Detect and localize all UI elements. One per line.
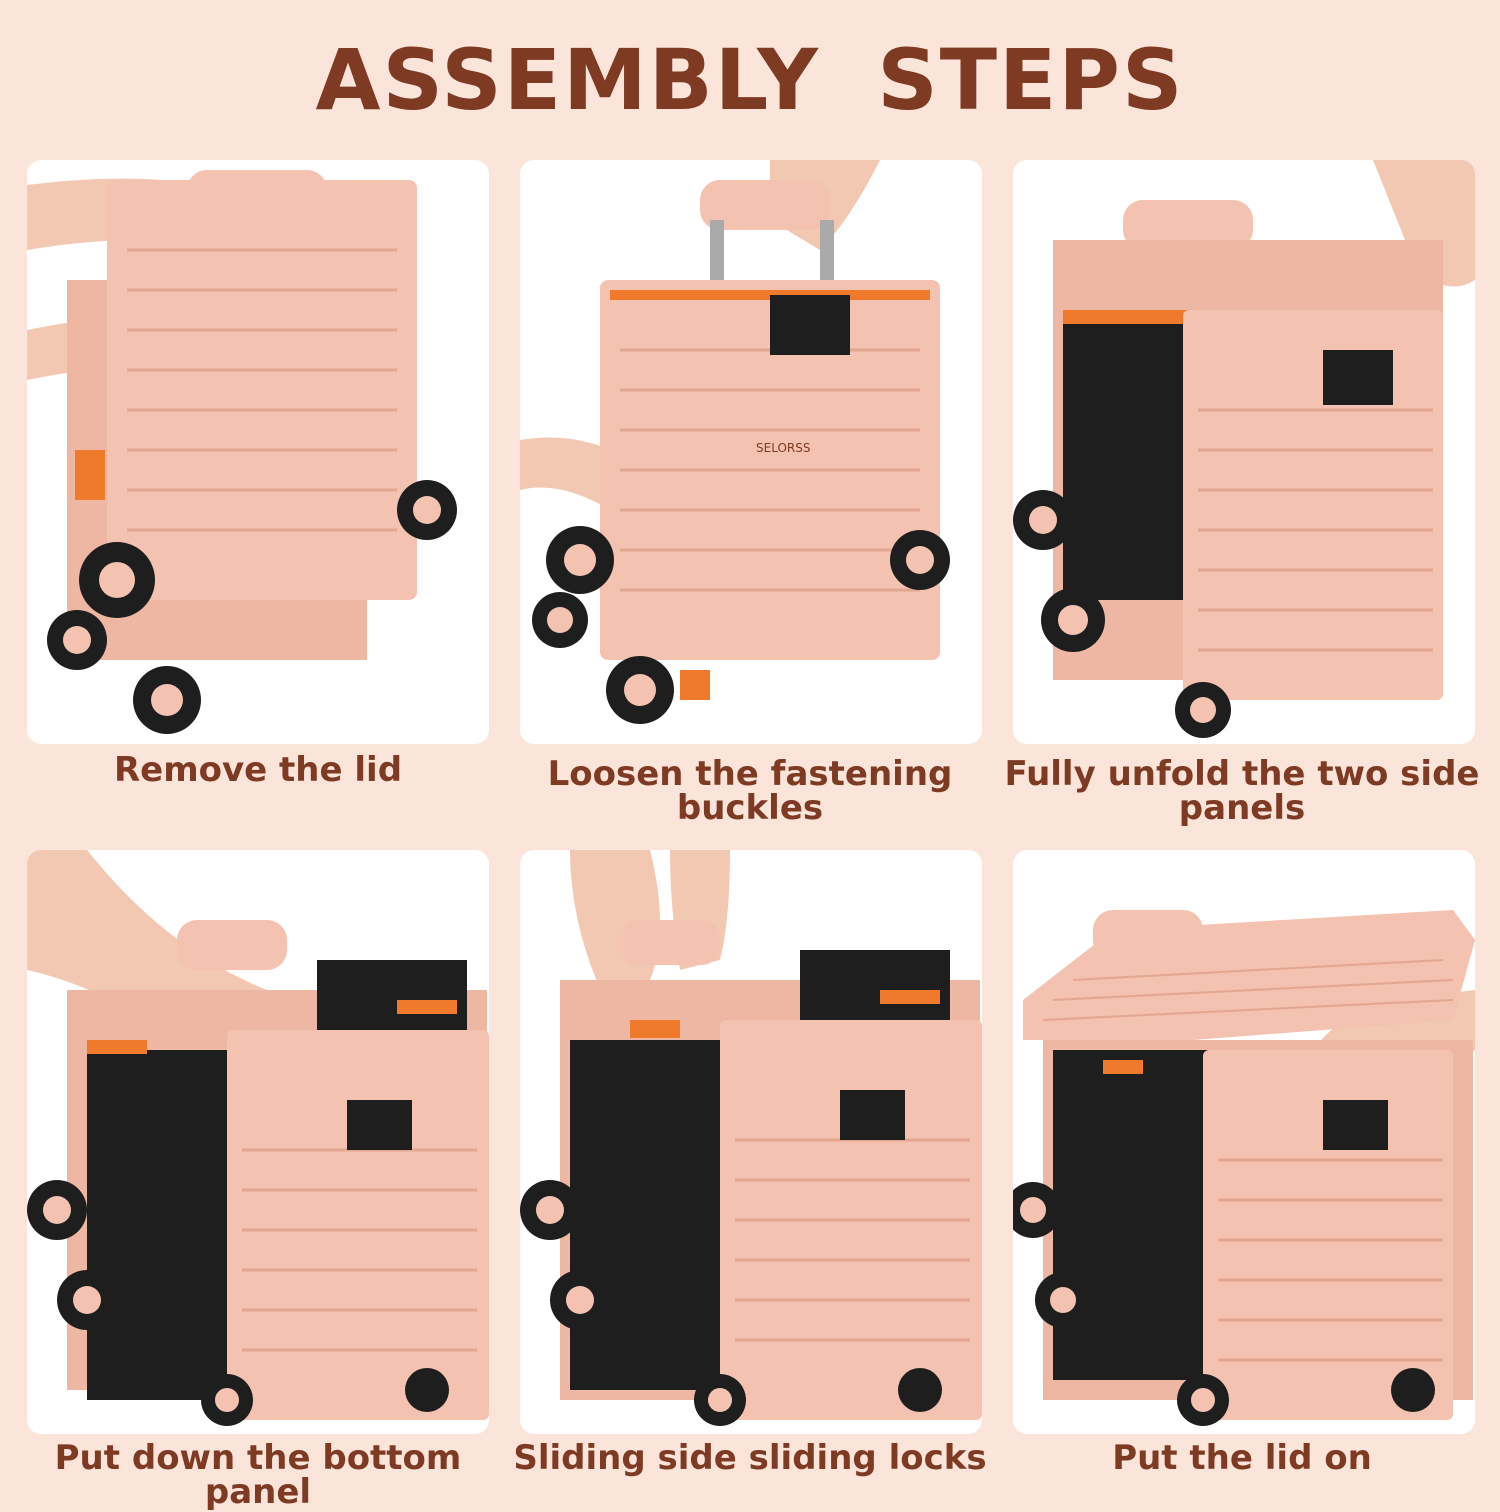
step-5-caption: Sliding side sliding locks: [513, 1438, 987, 1478]
step-4-photo: [27, 850, 489, 1434]
step-4-caption: Put down the bottom panel: [54, 1438, 462, 1512]
step-1-photo: [27, 160, 489, 744]
step-3-caption: Fully unfold the two side panels: [1004, 754, 1480, 828]
page-title: ASSEMBLY STEPS: [315, 31, 1185, 129]
step-1-caption: Remove the lid: [113, 750, 403, 790]
step-6-photo: [1013, 850, 1475, 1434]
step-6-caption: Put the lid on: [1112, 1438, 1372, 1478]
step-2-caption: Loosen the fastening buckles: [547, 754, 953, 828]
step-3-photo: [1013, 160, 1475, 744]
step-2-photo: SELORSS: [520, 160, 982, 744]
brand-label: SELORSS: [756, 441, 810, 455]
step-5-photo: [520, 850, 982, 1434]
